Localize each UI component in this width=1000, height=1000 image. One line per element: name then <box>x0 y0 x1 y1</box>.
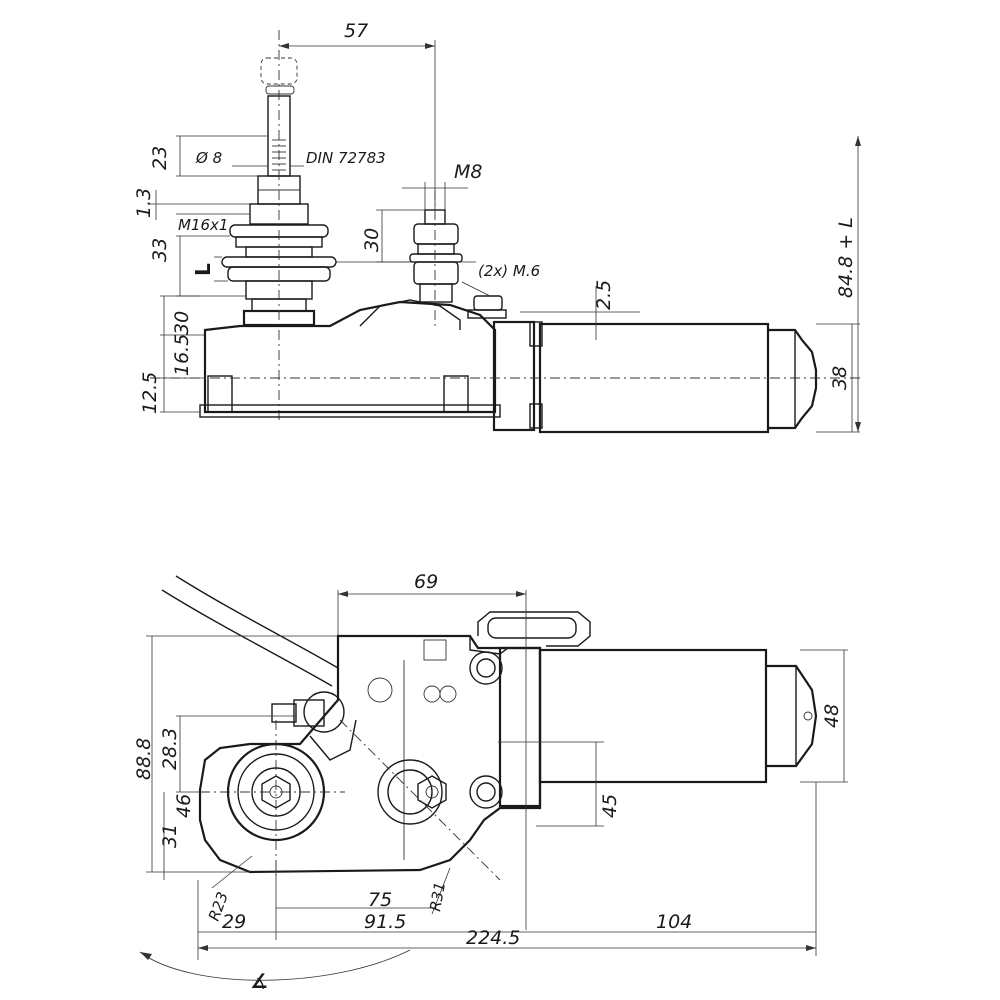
dim-30-body: 30 <box>171 311 193 335</box>
din-label: DIN 72783 <box>306 149 386 167</box>
cable-arc <box>175 575 339 669</box>
screws-label: (2x) M.6 <box>478 262 540 280</box>
dim-45: 45 <box>599 794 621 818</box>
dim-diameter-8: Ø 8 <box>195 149 222 167</box>
dim-48: 48 <box>821 704 843 728</box>
dim-88-8: 88.8 <box>133 738 155 780</box>
dim-38: 38 <box>829 366 851 390</box>
dim-69: 69 <box>414 571 438 593</box>
angle-symbol: ∡ <box>250 969 268 993</box>
motor-side-body <box>538 648 768 784</box>
dim-1-3: 1.3 <box>133 188 155 218</box>
motor-cap <box>768 328 818 430</box>
spindle-washer <box>265 85 295 95</box>
thread-m16: M16x1 <box>178 216 228 234</box>
dim-91-5: 91.5 <box>364 911 406 933</box>
gear-housing <box>203 300 497 414</box>
top-view: 57 Ø 8 DIN 72783 M8 23 1.3 M16x1 33 L <box>133 20 861 434</box>
dim-29: 29 <box>222 911 246 933</box>
dim-224-5: 224.5 <box>466 927 520 949</box>
bolt-bottom <box>469 775 503 809</box>
dim-33: 33 <box>149 238 171 262</box>
dim-30-nut: 30 <box>361 228 383 252</box>
dim-2-5: 2.5 <box>593 280 615 310</box>
label-L: L <box>191 263 215 276</box>
secondary-gear <box>377 759 443 825</box>
dim-28-3: 28.3 <box>159 728 181 770</box>
dim-23: 23 <box>149 146 171 170</box>
adaptor-plate <box>492 320 536 432</box>
dim-46: 46 <box>173 794 195 818</box>
dim-75: 75 <box>368 889 392 911</box>
angle-arc <box>139 949 411 981</box>
bolt-top <box>469 651 503 685</box>
motor-side-cap <box>766 664 818 768</box>
bracket-loop <box>477 611 591 647</box>
dim-m8: M8 <box>454 161 482 183</box>
dim-31: 31 <box>159 824 181 848</box>
dim-r31: R31 <box>426 881 449 913</box>
dim-57: 57 <box>344 20 368 42</box>
dim-12-5: 12.5 <box>139 372 161 414</box>
dim-16-5: 16.5 <box>171 334 193 376</box>
dim-104: 104 <box>656 911 692 933</box>
dim-total: 84.8 + L <box>835 217 857 298</box>
side-view: 69 48 88.8 28.3 46 31 45 R23 R31 <box>133 571 848 993</box>
gearbox-outline <box>198 634 542 874</box>
mount-screw <box>473 295 503 311</box>
